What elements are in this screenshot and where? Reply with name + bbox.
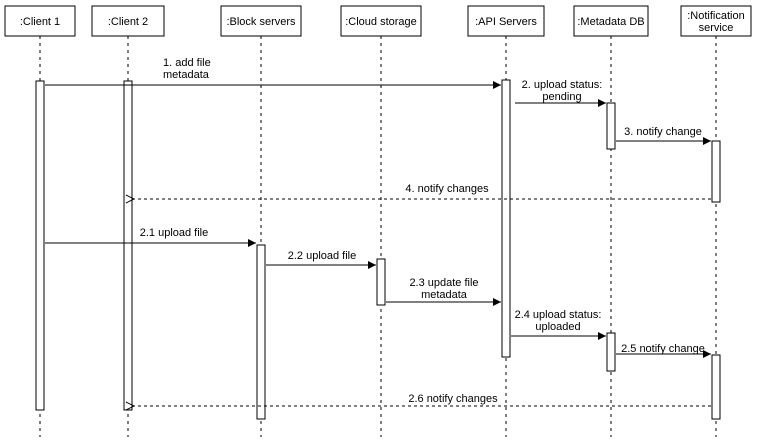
message-m2: 2. upload status:pending	[515, 79, 606, 107]
message-label: 2.3 update file	[409, 277, 478, 289]
message-label: 2.4 upload status:	[515, 309, 602, 321]
activation-bar-api	[501, 79, 511, 358]
arrowhead-solid	[493, 81, 501, 89]
participant-label: :Cloud storage	[345, 16, 417, 28]
participant-label: service	[699, 22, 734, 34]
activation-bar-cloud	[376, 258, 386, 306]
message-m10: 2.6 notify changes	[125, 393, 711, 411]
participant-box	[91, 5, 165, 37]
participant-block: :Block servers	[220, 5, 302, 437]
message-label: metadata	[163, 69, 210, 81]
arrowhead-solid	[703, 350, 711, 358]
participant-label: :Metadata DB	[577, 16, 644, 28]
participant-label: :API Servers	[475, 16, 537, 28]
arrowhead-solid	[703, 137, 711, 145]
message-label: pending	[542, 91, 581, 103]
participant-label: :Client 2	[108, 16, 148, 28]
arrowhead-solid	[493, 298, 501, 306]
participant-box	[467, 5, 545, 37]
arrowhead-solid	[248, 239, 256, 247]
message-m9: 2.5 notify change	[616, 343, 711, 358]
participant-client2: :Client 2	[91, 5, 165, 437]
participant-box	[340, 5, 422, 37]
participant-label: :Block servers	[226, 16, 296, 28]
message-m3: 3. notify change	[616, 126, 711, 145]
participant-box	[573, 5, 649, 37]
message-label: metadata	[421, 289, 468, 301]
message-label: 3. notify change	[624, 126, 702, 138]
arrowhead-solid	[598, 99, 606, 107]
activation-bar-notify	[711, 140, 721, 203]
message-label: 2.5 notify change	[621, 343, 705, 355]
message-label: 2.2 upload file	[288, 250, 357, 262]
participant-cloud: :Cloud storage	[340, 5, 422, 437]
message-label: 2.1 upload file	[140, 227, 209, 239]
message-label: 4. notify changes	[405, 183, 489, 195]
message-label: 1. add file	[163, 57, 211, 69]
participant-label: :Notification	[687, 10, 744, 22]
activation-bar-metadb	[606, 332, 616, 372]
message-m5: 2.1 upload file	[45, 227, 256, 247]
arrowhead-solid	[368, 261, 376, 269]
message-label: uploaded	[535, 321, 580, 333]
participant-label: :Client 1	[20, 16, 60, 28]
activation-bar-metadb	[606, 102, 616, 150]
participant-client1: :Client 1	[4, 5, 76, 437]
arrowhead-open	[125, 401, 136, 411]
activation-bar-block	[256, 244, 266, 420]
message-m8: 2.4 upload status:uploaded	[511, 309, 606, 340]
message-label: 2.6 notify changes	[408, 393, 498, 405]
message-m6: 2.2 upload file	[266, 250, 376, 269]
activation-bar-client2	[123, 80, 133, 411]
arrowhead-open	[125, 194, 136, 204]
participant-box	[4, 5, 76, 37]
participant-box	[680, 5, 752, 37]
participant-box	[220, 5, 302, 37]
activation-bar-notify	[711, 354, 721, 420]
message-label: 2. upload status:	[522, 79, 603, 91]
activation-bar-client1	[35, 80, 45, 411]
participant-api: :API Servers	[467, 5, 545, 437]
arrowhead-solid	[598, 332, 606, 340]
message-m4: 4. notify changes	[125, 183, 711, 204]
participant-metadb: :Metadata DB	[573, 5, 649, 437]
